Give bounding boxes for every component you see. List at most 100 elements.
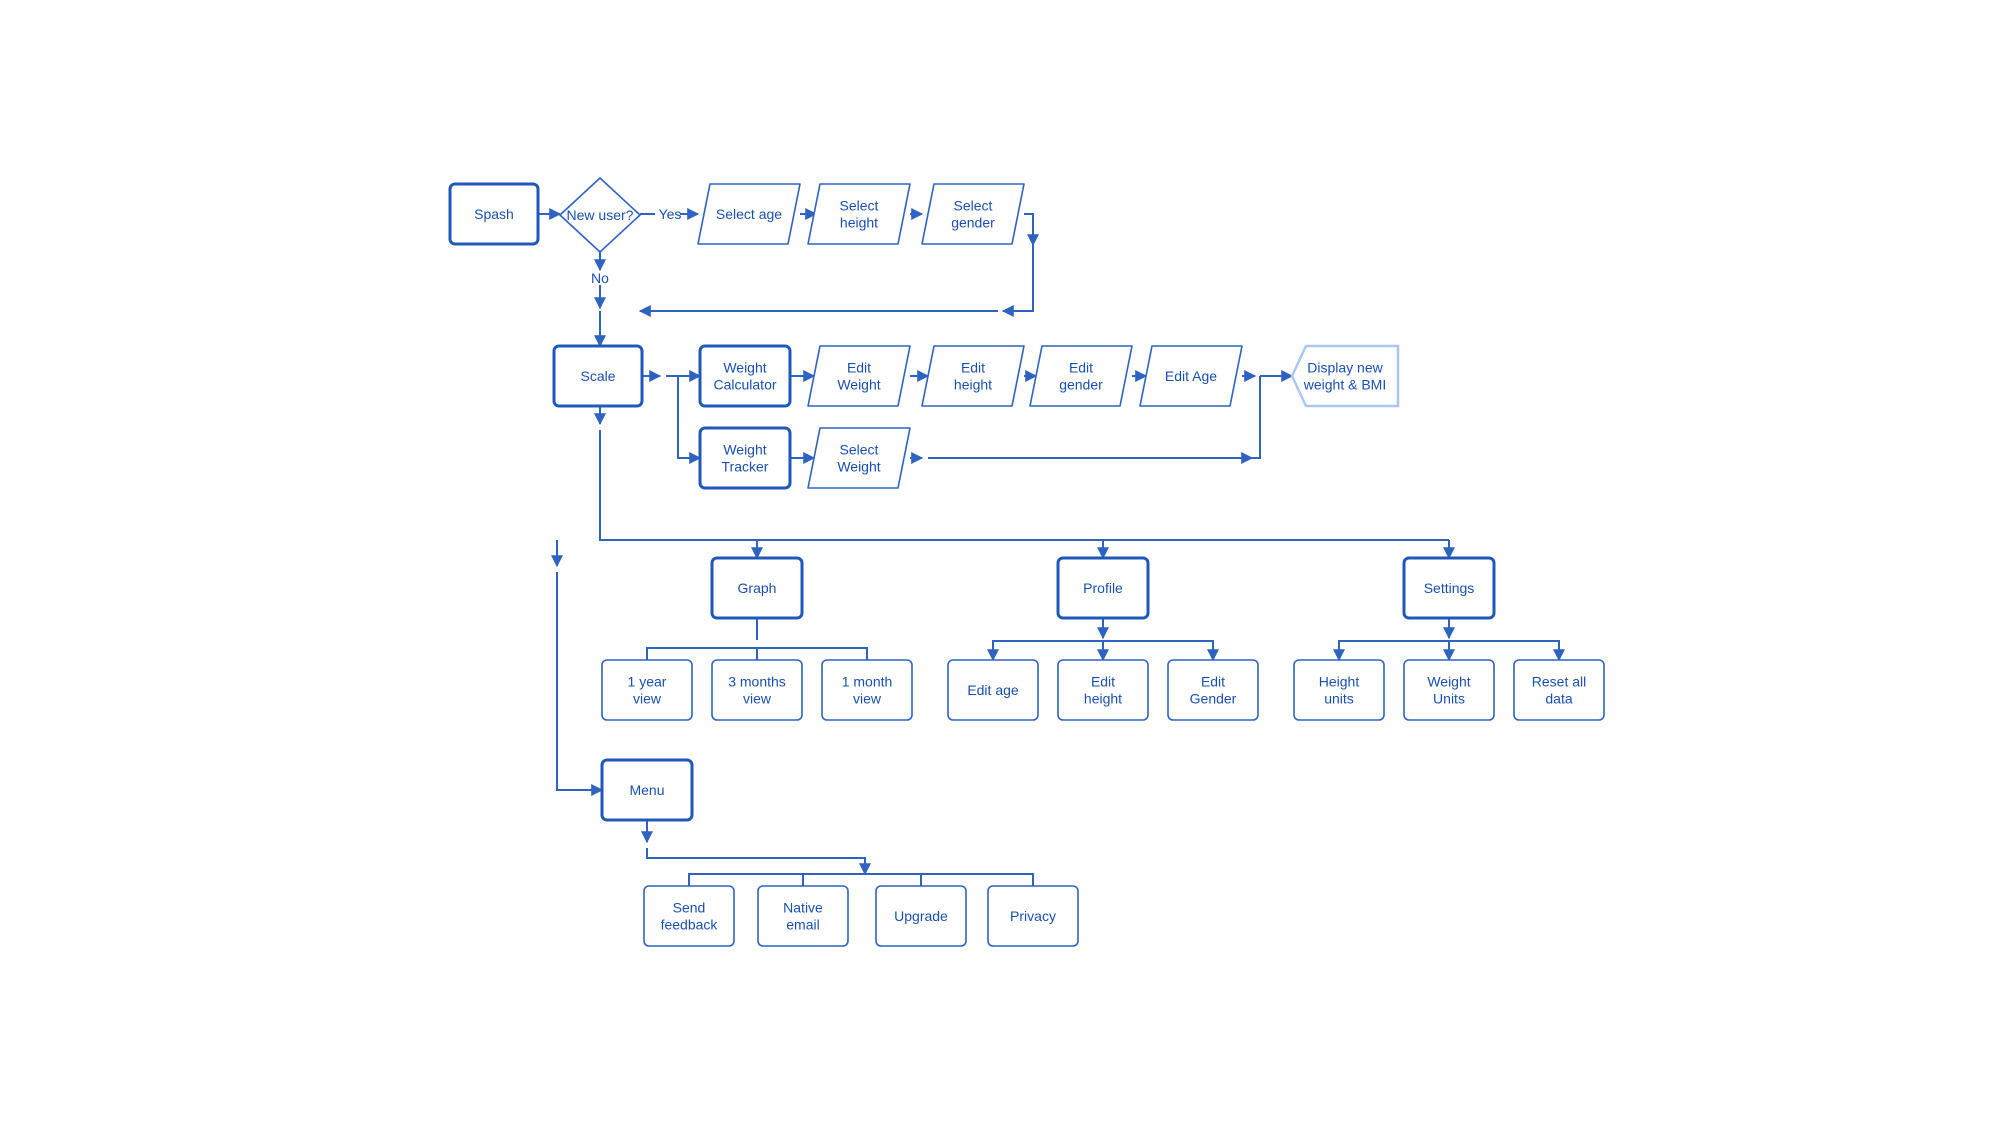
node-shape [448,182,540,246]
node-label: Edit [1069,360,1093,376]
node-label: height [840,215,878,231]
connector [556,572,604,796]
node-label: gender [951,215,995,231]
node-new-user: New user? [559,177,641,253]
connector [1001,245,1034,317]
node-label: Profile [1083,580,1123,596]
node-label: Weight [1427,674,1470,690]
node-splash: Spash [448,182,540,246]
node-label: 1 month [842,674,893,690]
node-label: 3 months [728,674,786,690]
node-settings: Settings [1402,556,1496,620]
node-label: Calculator [713,377,776,393]
node-shape [821,659,913,721]
node-label: Settings [1424,580,1475,596]
node-label: Select [954,198,993,214]
node-label: Native [783,900,823,916]
node-label: Display new [1307,360,1383,376]
node-shape [1513,659,1605,721]
node-label: view [853,691,882,707]
node-label: Height [1319,674,1360,690]
node-shape [987,885,1079,947]
node-shape [921,345,1025,407]
node-profile: Profile [1056,556,1150,620]
node-label: Edit [1201,674,1225,690]
node-label: view [743,691,772,707]
node-label: Spash [474,206,514,222]
node-shape [552,344,644,408]
node-shape [1029,345,1133,407]
node-edit-age-calc: Edit Age [1139,345,1243,407]
edge-label-no: No [591,270,609,286]
node-label: Weight [723,360,766,376]
node-label: Graph [738,580,777,596]
node-shape [807,345,911,407]
node-label: email [786,917,819,933]
node-shape [643,885,735,947]
node-shape [600,758,694,822]
node-shape [1402,556,1496,620]
node-shape [1056,556,1150,620]
node-label: feedback [661,917,719,933]
node-label: Upgrade [894,908,948,924]
node-shape [601,659,693,721]
connector [646,848,871,876]
node-label: Edit [1091,674,1115,690]
node-label: view [633,691,662,707]
node-label: Select [840,442,879,458]
node-shape [698,344,792,408]
node-label: New user? [567,207,634,223]
connectors [538,208,1565,886]
node-label: Weight [837,459,880,475]
node-menu: Menu [600,758,694,822]
node-shape [710,556,804,620]
connector [677,376,702,464]
node-label: Edit age [967,682,1019,698]
edge-label-yes: Yes [659,206,682,222]
node-shape [559,177,641,253]
node-shape [1167,659,1259,721]
node-shape [1403,659,1495,721]
node-label: Menu [629,782,664,798]
node-shape [807,183,911,245]
node-edit-age: Edit age [947,659,1039,721]
node-label: Select [840,198,879,214]
node-label: Select age [716,206,782,222]
node-label: 1 year [628,674,667,690]
node-shape [947,659,1039,721]
node-label: Edit Age [1165,368,1217,384]
node-shape [921,183,1025,245]
node-shape [698,426,792,490]
node-graph: Graph [710,556,804,620]
node-shape [875,885,967,947]
node-label: Tracker [722,459,769,475]
node-shape [1139,345,1243,407]
connector [1252,376,1261,459]
node-label: Weight [723,442,766,458]
connector [688,873,1034,886]
connector [599,430,1449,541]
node-scale: Scale [552,344,644,408]
node-label: Send [673,900,706,916]
node-label: Units [1433,691,1465,707]
node-label: Privacy [1010,908,1056,924]
node-label: Weight [837,377,880,393]
node-label: weight & BMI [1303,377,1386,393]
node-privacy: Privacy [987,885,1079,947]
node-label: height [1084,691,1122,707]
node-label: Edit [847,360,871,376]
